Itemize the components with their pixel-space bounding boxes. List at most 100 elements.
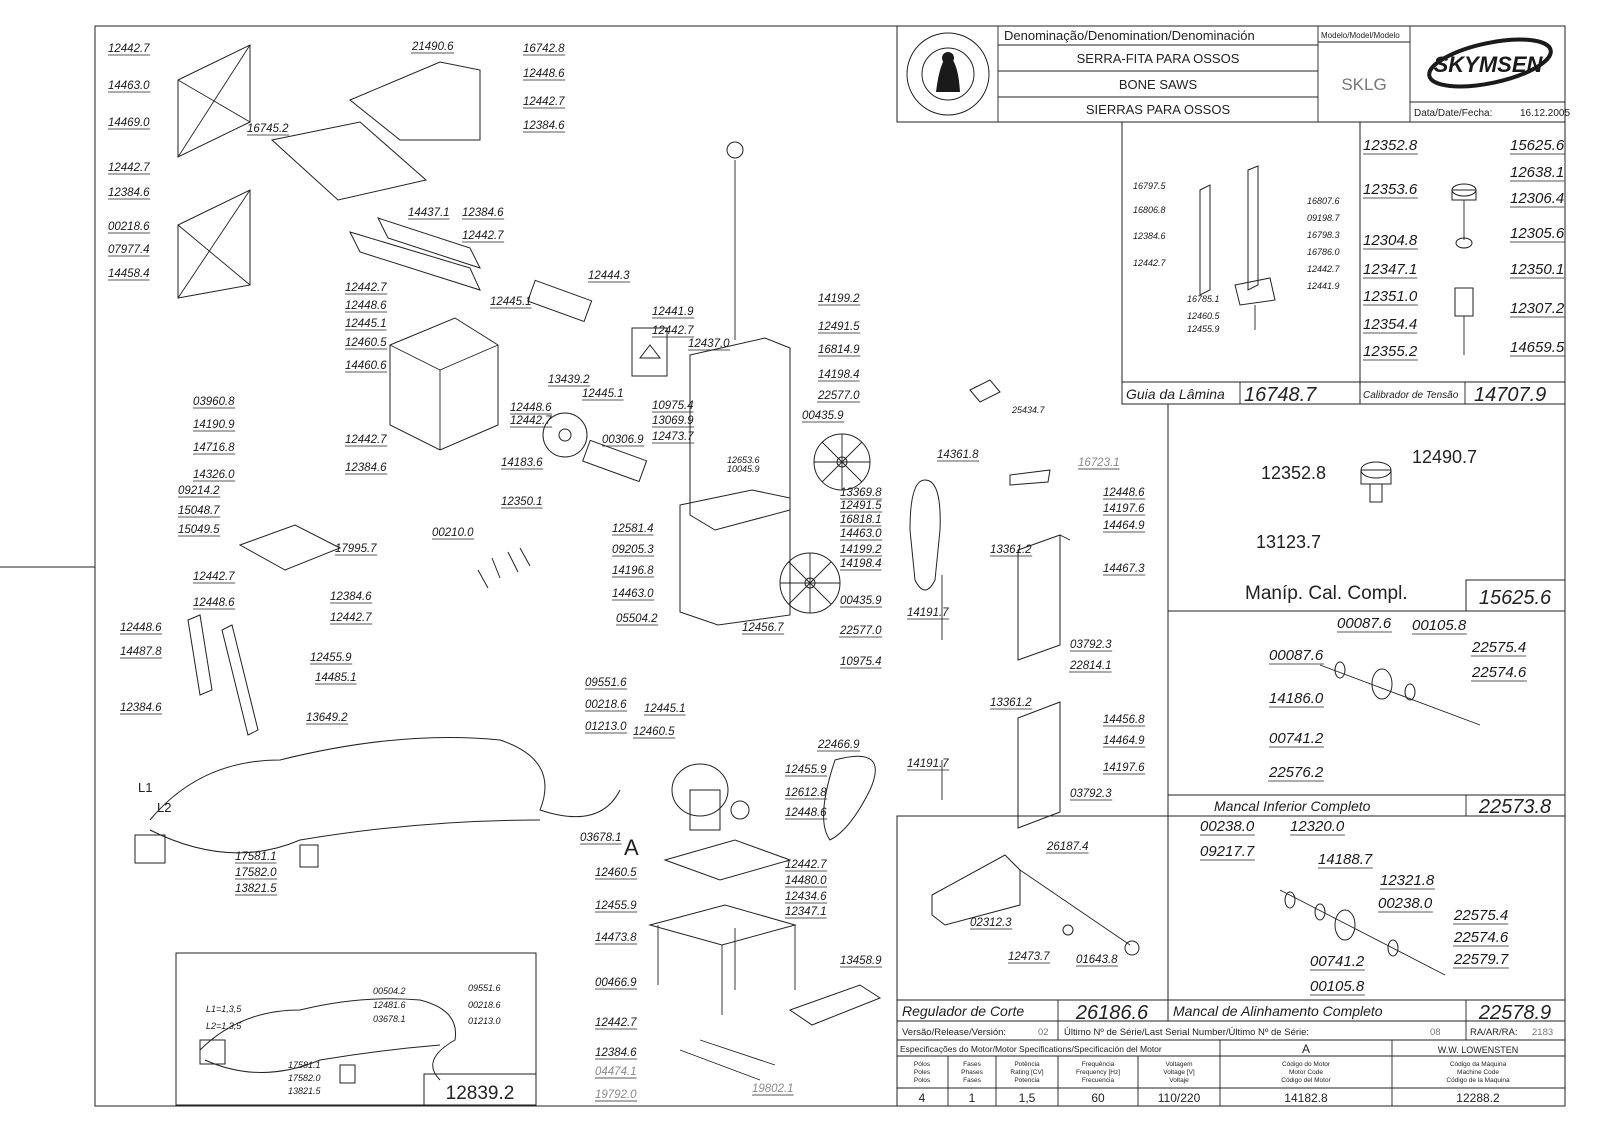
part-label: 12445.1 [582,388,624,400]
part-label: 12448.6 [1103,487,1145,499]
alinhamento-caption: Mancal de Alinhamento Completo [1173,1003,1383,1019]
inset-wiring-diagram: L1=1,3,5 L2=1,3,5 00504.2 09551.6 12481.… [175,952,537,1106]
alinhamento-part: 12321.8 [1380,872,1435,889]
part-label: 14480.0 [785,875,827,887]
cal-number: 14707.9 [1474,384,1546,406]
brand-logo: SKYMSEN [1427,37,1553,89]
guia-part: 16806.8 [1133,205,1166,215]
part-label: 12456.7 [742,622,784,634]
part-label: 19802.1 [752,1083,794,1095]
part-label: 14361.8 [937,449,979,461]
part-label: 16742.8 [523,43,565,55]
part-label: 12384.6 [595,1047,637,1059]
hdr-voltage-3: Voltaje [1169,1077,1189,1084]
part-label: 17995.7 [335,543,377,555]
hdr-poles-2: Poles [914,1069,931,1076]
hdr-voltage-2: Voltage [V] [1163,1069,1195,1076]
cal-part: 14659.5 [1510,339,1565,356]
part-label: 16745.2 [247,123,289,135]
part-label: 12442.7 [108,162,150,174]
part-label: 12448.6 [120,622,162,634]
hdr-phases-3: Fases [963,1077,981,1084]
part-label: 14196.8 [612,565,654,577]
inferior-part: 00087.6 [1269,647,1324,664]
serial-label: Último Nº de Série/Last Serial Number/Úl… [1064,1027,1309,1038]
part-label: 12347.1 [785,906,827,918]
part-label: 14463.0 [840,528,882,540]
part-label: 14326.0 [193,469,235,481]
inferior-part: 00087.6 [1337,615,1392,632]
part-label: 14197.6 [1103,503,1145,515]
inset-part: 00218.6 [468,1000,501,1010]
part-label: 13069.9 [652,415,694,427]
model-label: Modelo/Model/Modelo [1321,31,1400,40]
part-label: 12445.1 [644,703,686,715]
part-label: 12434.6 [785,891,827,903]
part-label: 00218.6 [108,221,150,233]
inferior-part: 22574.6 [1471,664,1527,681]
part-label: 12442.7 [510,415,552,427]
part-label: 12442.7 [345,434,387,446]
part-label: 14191.7 [907,607,949,619]
guia-part: 12442.7 [1307,264,1341,274]
alinhamento-part: 00238.0 [1378,895,1433,912]
inset-label-l1: L1=1,3,5 [206,1004,242,1014]
part-label: 14456.8 [1103,714,1145,726]
alinhamento-part: 00238.0 [1200,818,1255,835]
part-label: 03678.1 [580,832,622,844]
wire-label-l1: L1 [138,780,152,795]
part-label: 00306.9 [602,434,644,446]
inferior-caption: Mancal Inferior Completo [1214,798,1371,814]
cal-part: 12354.4 [1363,316,1417,333]
part-label: 16814.9 [818,344,860,356]
part-label: 12384.6 [108,187,150,199]
cal-part: 12353.6 [1363,181,1418,198]
hdr-motor-code-3: Código del Motor [1281,1077,1331,1084]
motor-spec-title: Especificações do Motor/Motor Specificat… [900,1044,1162,1054]
guia-part: 09198.7 [1307,213,1341,223]
part-label: 12491.5 [818,321,860,333]
part-label: 03792.3 [1070,639,1112,651]
part-label: 22814.1 [1069,660,1112,672]
part-label: 13458.9 [840,955,882,967]
cal-part: 12347.1 [1363,261,1417,278]
part-label: 12448.6 [193,597,235,609]
part-label: 12612.8 [785,787,827,799]
alinhamento-part: 00741.2 [1310,953,1365,970]
part-label: 09214.2 [178,485,220,497]
part-label: 12460.5 [345,337,387,349]
alinhamento-part: 09217.7 [1200,843,1255,860]
val-voltage: 110/220 [1158,1091,1201,1105]
part-label: 14199.2 [818,293,860,305]
hdr-machine-code-3: Código de la Maquina [1446,1077,1510,1084]
part-label: 17582.0 [235,867,277,879]
cal-part: 12306.4 [1510,190,1564,207]
part-label: 09205.3 [612,544,654,556]
part-label: 12384.6 [120,702,162,714]
main-exploded-view [134,44,1071,1081]
regulador-part: 26187.4 [1046,841,1089,853]
part-label: 12442.7 [330,612,372,624]
part-label: 12460.5 [633,726,675,738]
part-label: 12448.6 [523,68,565,80]
motor-maker: W.W. LOWENSTEN [1438,1045,1519,1055]
cal-part: 12305.6 [1510,225,1565,242]
regulador-number: 26186.6 [1075,1002,1149,1024]
part-label: 14183.6 [501,457,543,469]
main-part-labels: 12442.7 14463.0 14469.0 21490.6 16742.8 … [108,41,1146,1102]
hdr-voltage-1: Voltagem [1165,1061,1192,1068]
part-label: 10975.4 [840,656,882,668]
hdr-motor-code-1: Código do Motor [1282,1061,1331,1068]
ra-label: RA/AR/RA: [1470,1027,1518,1038]
regulador-part: 02312.3 [970,917,1012,929]
part-label: 14487.8 [120,646,162,658]
part-label: 14190.9 [193,419,235,431]
inset-part: 17582.0 [288,1073,321,1083]
part-label: 12653.6 [727,455,760,465]
hdr-machine-code-1: Código da Máquina [1450,1061,1507,1068]
wire-label-a: A [624,835,639,860]
part-label: 14464.9 [1103,520,1145,532]
part-label: 14199.2 [840,544,882,556]
hdr-rating-3: Potencia [1014,1077,1040,1084]
hdr-poles-1: Pólos [914,1061,931,1068]
